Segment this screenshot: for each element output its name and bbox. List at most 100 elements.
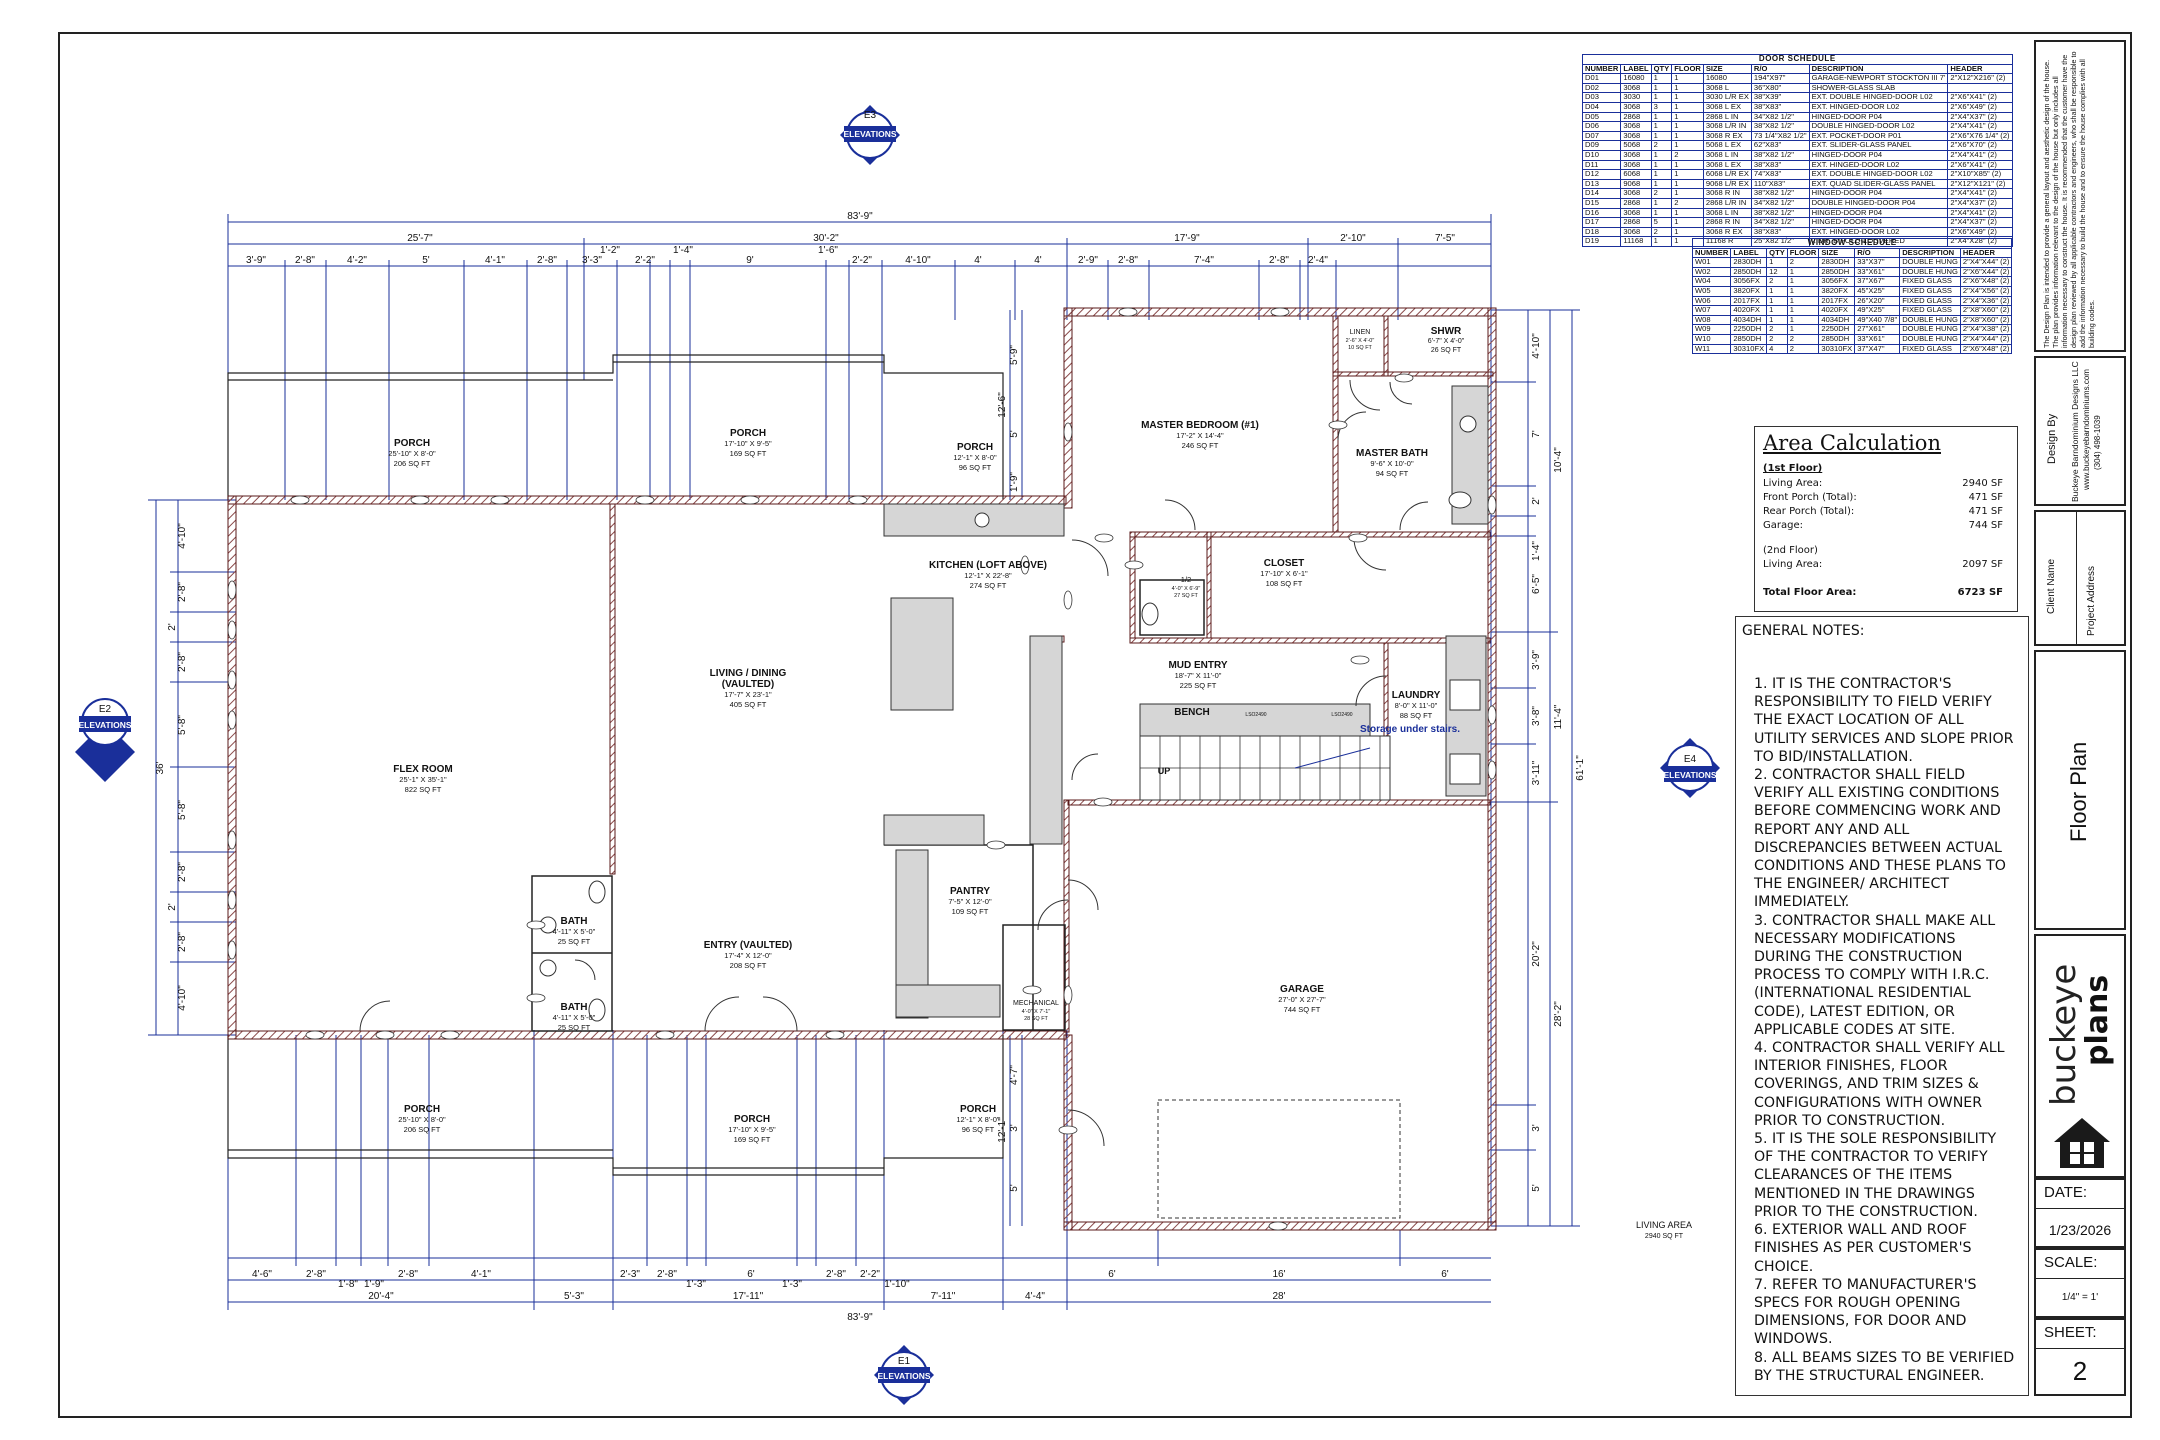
schedule-cell: W11 [1691,343,1732,355]
svg-text:20'-2": 20'-2" [1531,941,1542,967]
svg-text:2'-8": 2'-8" [657,1269,677,1280]
svg-text:ENTRY (VAULTED): ENTRY (VAULTED) [704,940,793,951]
porch-dimension-text: 12'-6" 5'-9" 5' 1'-9" 4'-7" 3' 5' 12'-1" [997,345,1020,1192]
second-floor-heading: (2nd Floor) [1763,545,1818,556]
svg-text:36': 36' [155,761,166,774]
note-item: 3. CONTRACTOR SHALL MAKE ALL NECESSARY M… [1754,912,1996,1038]
schedule-cell: 27"X61" [1854,324,1901,335]
svg-text:PORCH: PORCH [957,442,993,453]
logo-wordmark-bottom: plans [2080,974,2115,1066]
schedule-cell: 2"X4"X41" (2) [1947,188,2013,199]
schedule-cell: D19 [1581,236,1622,247]
svg-text:MUD ENTRY: MUD ENTRY [1168,660,1227,671]
title-block-designer: Design By Buckeye Barndominium Designs L… [2034,356,2126,506]
svg-text:PANTRY: PANTRY [950,886,990,897]
svg-text:109 SQ FT: 109 SQ FT [952,907,989,916]
dim-top-right3: 7'-5" [1435,233,1455,244]
storage-note: Storage under stairs. [1360,724,1460,735]
window-schedule-title: WINDOW SCHEDULE [1692,238,2013,248]
svg-text:2'-8": 2'-8" [306,1269,326,1280]
schedule-cell: 5068 [1620,140,1652,151]
schedule-cell: 38"X83" [1750,101,1810,113]
svg-text:MECHANICAL: MECHANICAL [1013,1000,1059,1007]
svg-text:9': 9' [746,255,754,266]
svg-text:10'-4": 10'-4" [1553,447,1564,473]
schedule-cell: 2868 R IN [1702,217,1752,228]
svg-text:169 SQ FT: 169 SQ FT [734,1135,771,1144]
schedule-cell: 45"X25" [1854,285,1901,297]
svg-text:4': 4' [974,255,982,266]
svg-text:MASTER BATH: MASTER BATH [1356,448,1428,459]
svg-text:25'-10" X 8'-0": 25'-10" X 8'-0" [388,449,436,458]
area-row-label: Living Area: [1763,559,1823,570]
title-block-date: DATE: 1/23/2026 [2034,1178,2126,1248]
schedule-cell: 16080 [1620,73,1652,84]
svg-text:5'-8": 5'-8" [177,800,188,820]
designer-website: www.buckeyebarndominiums.com [2082,369,2091,490]
total-area-value: 6723 SF [1957,587,2003,598]
annotations: BENCH LSO2490 LSO2490 Storage under stai… [1158,707,1692,1240]
schedule-cell: 11168 R [1702,236,1752,247]
bench-label: BENCH [1174,707,1210,718]
svg-text:7'-5" X 12'-0": 7'-5" X 12'-0" [948,897,992,906]
opening-tags [227,307,1497,1231]
svg-text:5': 5' [1009,1184,1020,1192]
svg-text:2'-2": 2'-2" [860,1269,880,1280]
svg-text:2': 2' [167,623,178,631]
room-master-bedroom: MASTER BEDROOM (#1)17'-2" X 14'-4"246 SQ… [1141,420,1259,450]
svg-text:LIVING / DINING: LIVING / DINING [710,668,787,679]
svg-text:2'-8": 2'-8" [177,932,188,952]
dim-top-left: 25'-7" [407,233,433,244]
sheet-label: SHEET: [2044,1324,2097,1341]
date-label: DATE: [2044,1184,2088,1201]
schedule-cell: 2250DH [1730,324,1768,335]
schedule-cell: 2 [1650,188,1673,199]
svg-text:25 SQ FT: 25 SQ FT [558,1023,591,1032]
svg-text:2'-6" X 4'-0": 2'-6" X 4'-0" [1346,338,1375,344]
plumbing-fixtures [539,415,1481,1022]
svg-text:GARAGE: GARAGE [1280,984,1324,995]
svg-text:28'-2": 28'-2" [1553,1001,1564,1027]
svg-text:20'-4": 20'-4" [368,1291,394,1302]
elevation-marker-e2: E2 ELEVATIONS [75,698,135,782]
schedule-cell: 2868 [1620,197,1652,209]
svg-text:4': 4' [1034,255,1042,266]
room-half-bath: 1/24'-0" X 6'-9"27 SQ FT [1172,575,1201,599]
svg-text:108 SQ FT: 108 SQ FT [1266,579,1303,588]
logo-wordmark-top: buckeye [2044,963,2084,1106]
schedule-cell: D14 [1581,188,1622,199]
area-row-label: Rear Porch (Total): [1763,506,1855,517]
svg-text:27'-0" X 27'-7": 27'-0" X 27'-7" [1278,995,1326,1004]
svg-text:PORCH: PORCH [404,1104,440,1115]
area-row-label: Front Porch (Total): [1763,492,1857,503]
schedule-cell: 1 [1766,305,1788,316]
title-block-sheet-title: Floor Plan [2034,650,2126,930]
svg-text:3': 3' [1531,1124,1542,1132]
note-item: 6. EXTERIOR WALL AND ROOF FINISHES AS PE… [1754,1222,1972,1275]
schedule-cell: HINGED-DOOR P04 [1808,217,1949,228]
svg-text:(VAULTED): (VAULTED) [722,679,774,690]
svg-text:4'-11" X 5'-0": 4'-11" X 5'-0" [553,1013,596,1022]
svg-text:17'-10" X 9'-5": 17'-10" X 9'-5" [728,1125,776,1134]
room-living-dining: LIVING / DINING(VAULTED)17'-7" X 23'-1"4… [710,668,787,709]
toilet [1141,602,1159,626]
living-area-label: LIVING AREA [1636,1220,1692,1230]
schedule-cell: DOUBLE HUNG [1899,257,1961,268]
svg-text:PORCH: PORCH [730,428,766,439]
door-swings [359,379,1429,1147]
